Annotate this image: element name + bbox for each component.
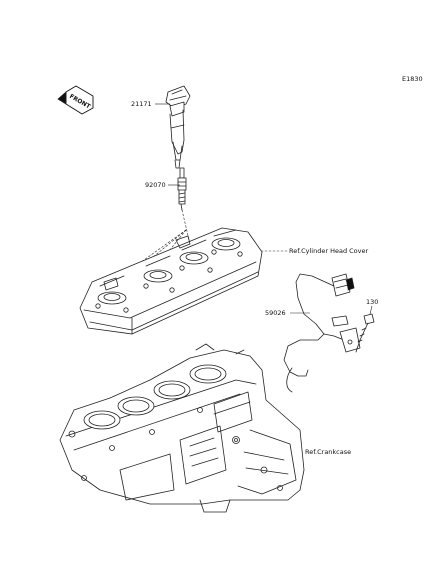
cylinder-head-cover	[79, 227, 263, 335]
spark-plug	[177, 167, 187, 211]
part-number-wire-lead: 59026	[265, 309, 286, 317]
bolt	[355, 313, 375, 353]
figure-number: E1830	[402, 75, 423, 83]
crankcase	[59, 343, 305, 513]
ref-crankcase: Ref.Crankcase	[305, 448, 352, 456]
part-number-spark-plug: 92070	[145, 181, 166, 189]
ref-cylinder-head-cover: Ref.Cylinder Head Cover	[289, 247, 369, 255]
part-number-ignition-coil: 21171	[131, 100, 152, 108]
front-arrow-icon: FRONT	[57, 85, 94, 115]
part-number-bolt: 130	[366, 298, 379, 306]
wire-lead	[283, 273, 361, 393]
ignition-coil	[165, 85, 191, 169]
